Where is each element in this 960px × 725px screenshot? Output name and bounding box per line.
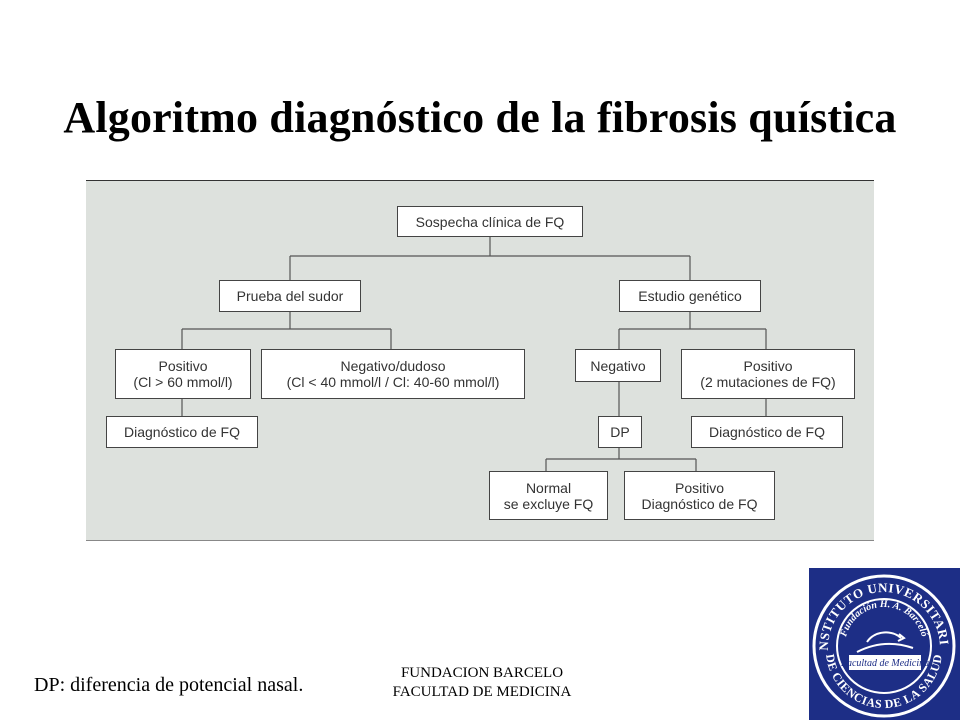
- institution-text: FUNDACION BARCELO FACULTAD DE MEDICINA: [368, 664, 596, 702]
- node-genetic-study: Estudio genético: [619, 280, 761, 312]
- slide-title: Algoritmo diagnóstico de la fibrosis quí…: [63, 93, 897, 142]
- institution-line: FACULTAD DE MEDICINA: [392, 684, 572, 700]
- node-diagnosis-right: Diagnóstico de FQ: [691, 416, 843, 448]
- node-sweat-test: Prueba del sudor: [219, 280, 361, 312]
- connector-lines: [181, 236, 767, 471]
- node-genetic-positive: Positivo (2 mutaciones de FQ): [681, 349, 855, 399]
- university-seal-logo: INSTITUTO UNIVERSITARIO DE CIENCIAS DE L…: [804, 556, 960, 720]
- footnote: DP: diferencia de potencial nasal.: [34, 674, 304, 696]
- node-normal: Normal se excluye FQ: [489, 471, 608, 520]
- node-dp-positive: Positivo Diagnóstico de FQ: [624, 471, 775, 520]
- node-diagnosis-left: Diagnóstico de FQ: [106, 416, 258, 448]
- node-clinical-suspicion: Sospecha clínica de FQ: [397, 206, 583, 237]
- node-sweat-positive: Positivo (Cl > 60 mmol/l): [115, 349, 251, 399]
- seal-band-text: Facultad de Medicina: [840, 658, 929, 669]
- node-dp: DP: [598, 416, 642, 448]
- node-genetic-negative: Negativo: [575, 349, 661, 382]
- emblem-icon: [856, 631, 914, 653]
- node-sweat-negative: Negativo/dudoso (Cl < 40 mmol/l / Cl: 40…: [261, 349, 525, 399]
- institution-line: FUNDACION BARCELO: [400, 665, 564, 681]
- seal-icon: INSTITUTO UNIVERSITARIO DE CIENCIAS DE L…: [804, 556, 960, 720]
- diagram-panel: Sospecha clínica de FQ Prueba del sudor …: [86, 180, 874, 541]
